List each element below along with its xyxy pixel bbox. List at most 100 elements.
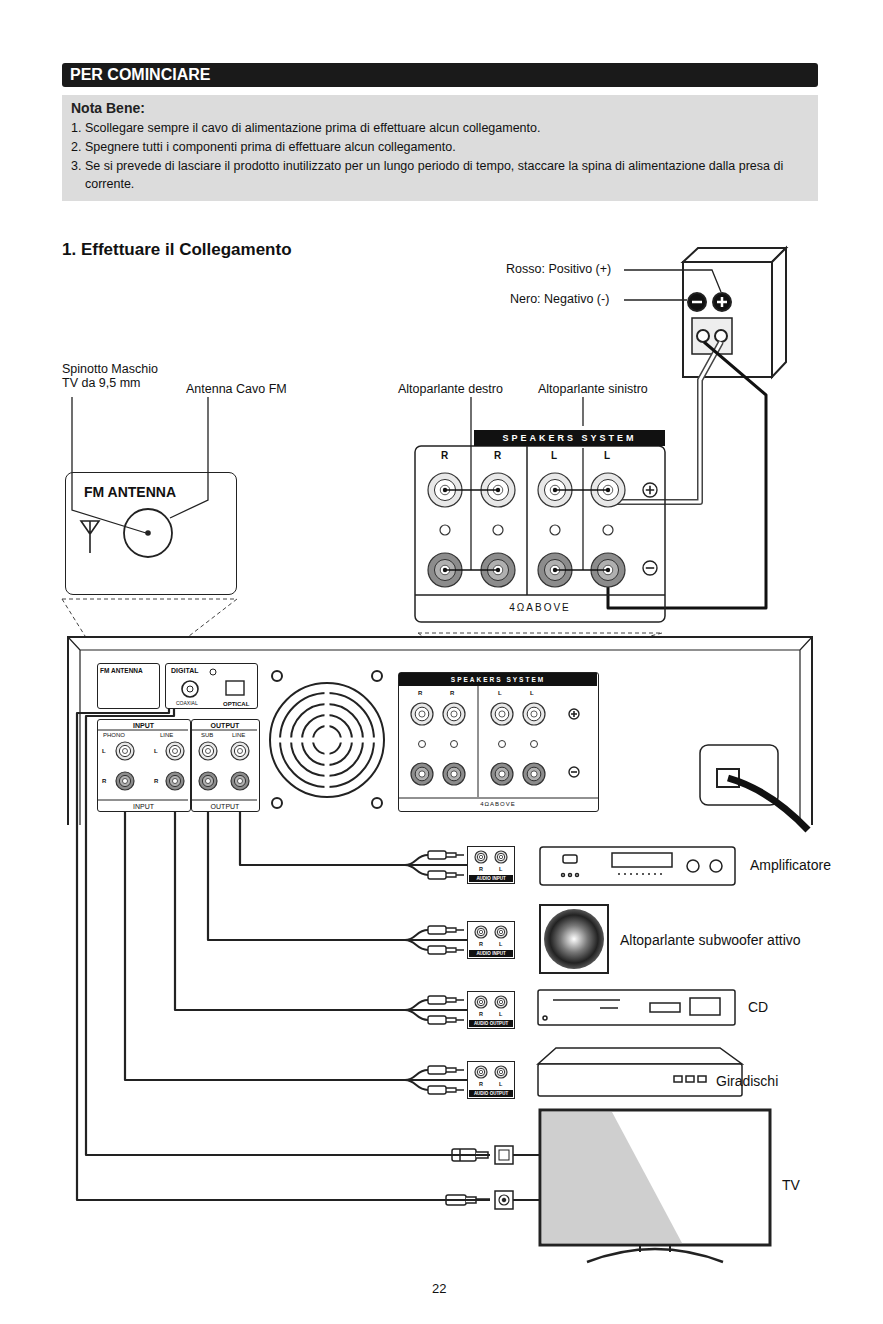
- label-text: SPEAKERS SYSTEM: [399, 673, 597, 686]
- jack-plate: RLAUDIO INPUT: [467, 921, 515, 959]
- jack-sockets: [531, 711, 537, 717]
- label-text: L: [154, 748, 158, 755]
- amplifier-device: [540, 847, 735, 885]
- antenna-panel: FM ANTENNA: [97, 663, 160, 709]
- jack-sockets: [475, 926, 487, 938]
- tv-plugs: [446, 1149, 490, 1205]
- label-text: FM ANTENNA: [100, 667, 143, 674]
- jack-sockets: [479, 855, 482, 858]
- turntable-device: Giradischi: [538, 1045, 800, 1101]
- jack-sockets: [495, 851, 507, 863]
- jack-sockets: [606, 568, 610, 572]
- panel-details: [97, 685, 598, 800]
- turntable-device: [538, 1048, 742, 1064]
- jack-sockets: [419, 771, 425, 777]
- jack-sockets: [643, 561, 657, 575]
- jack-sockets: [446, 928, 464, 932]
- label-text: Altoparlante subwoofer attivo: [620, 932, 801, 948]
- fan-grille: [372, 798, 382, 808]
- speaker-wire: [608, 342, 766, 608]
- tv-device: [540, 1110, 770, 1245]
- speaker-cabinet: [683, 262, 772, 377]
- jack-sockets: [428, 996, 446, 1004]
- panel-details: [97, 669, 598, 800]
- jack-sockets: [405, 940, 428, 950]
- label-text: L: [498, 690, 502, 697]
- tv-device: [587, 1249, 723, 1262]
- jack-sockets: [527, 767, 541, 781]
- jack-sockets: [234, 745, 245, 756]
- jack-sockets: [205, 748, 210, 753]
- label-text: OPTICAL: [223, 701, 249, 708]
- label-text: 3. Se si prevede di lasciare il prodotto…: [71, 157, 809, 195]
- label-text: SUB: [201, 732, 213, 739]
- jack-sockets: [202, 745, 213, 756]
- input-jack-panel: INPUTPHONOLINELLRRINPUT: [97, 719, 191, 812]
- label-text: Amplificatore: [750, 857, 831, 873]
- jack-sockets: [443, 703, 465, 725]
- jack-sockets: [428, 1066, 446, 1074]
- jack-sockets: [443, 763, 465, 785]
- jack-sockets: [202, 775, 213, 786]
- jack-sockets: [527, 707, 541, 721]
- label-text: SPEAKERS SYSTEM: [474, 430, 665, 446]
- amplifier-device: [563, 855, 577, 863]
- jack-sockets: [499, 1000, 502, 1003]
- power-inlet: [700, 745, 808, 830]
- jack-sockets: [497, 998, 504, 1005]
- cable-connector: [240, 812, 467, 865]
- label-text: AUDIO INPUT: [469, 875, 513, 882]
- jack-sockets: [643, 483, 657, 497]
- jack-sockets: [477, 1068, 484, 1075]
- jack-sockets: [122, 778, 127, 783]
- antenna-symbol: [81, 521, 99, 553]
- label-text: R: [418, 690, 422, 697]
- jack-sockets: [428, 946, 446, 954]
- jack-sockets: [446, 1088, 464, 1092]
- label-text: OUTPUT: [192, 803, 258, 811]
- jack-sockets: [411, 763, 433, 785]
- jack-sockets: [497, 1068, 504, 1075]
- label-text: R: [494, 450, 501, 462]
- jack-sockets: [169, 745, 180, 756]
- label-text: INPUT: [98, 803, 189, 811]
- jack-sockets: [499, 1070, 502, 1073]
- jack-sockets: [446, 948, 464, 952]
- jack-sockets: [205, 778, 210, 783]
- jack-sockets: [495, 926, 507, 938]
- panel-details: [182, 681, 198, 697]
- jack-sockets: [237, 778, 242, 783]
- label-text: R: [479, 1011, 483, 1017]
- label-text: AUDIO OUTPUT: [469, 1020, 513, 1027]
- jack-sockets: [493, 525, 503, 535]
- label-text: Spinotto Maschio TV da 9,5 mm: [62, 362, 170, 391]
- tv-device: [495, 1191, 513, 1209]
- amplifier-device: [618, 873, 666, 875]
- jack-sockets: [491, 763, 513, 785]
- speaker-wire: [608, 342, 766, 608]
- jack-sockets: [428, 1016, 446, 1024]
- label-text: CD: [748, 999, 768, 1015]
- leader-line: [624, 270, 721, 292]
- jack-sockets: [497, 853, 504, 860]
- amplifier-device: [687, 860, 699, 872]
- title-band: PER COMINCIARE: [62, 63, 818, 87]
- label-text: TV: [782, 1177, 800, 1193]
- tv-device: [542, 1112, 682, 1243]
- label-text: PHONO: [103, 732, 125, 739]
- jack-sockets: [172, 748, 177, 753]
- cd-device: [690, 998, 720, 1015]
- fan-grille: [272, 798, 282, 808]
- label-text: Rosso: Positivo (+): [506, 262, 611, 276]
- jack-sockets: [499, 771, 505, 777]
- jack-sockets: [119, 775, 130, 786]
- label-text: R: [441, 450, 448, 462]
- speaker-cabinet: [683, 248, 786, 377]
- jack-sockets: [523, 763, 545, 785]
- cable-connector: [208, 812, 467, 940]
- amplifier-device: [710, 860, 722, 872]
- label-text: L: [102, 748, 106, 755]
- panel-details: [187, 686, 193, 692]
- jack-sockets: [451, 711, 457, 717]
- jack-sockets: [477, 853, 484, 860]
